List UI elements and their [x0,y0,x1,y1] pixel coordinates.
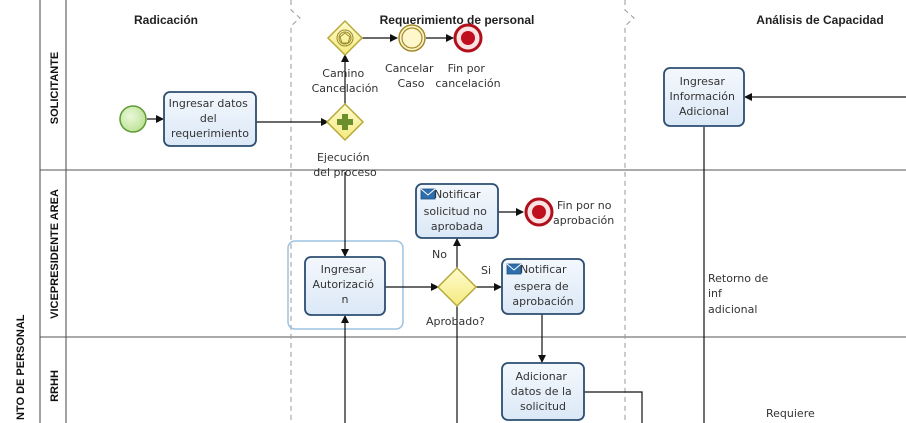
label-fin-cancelacion-line2: cancelación [435,77,500,90]
exclusive-gateway-aprobado[interactable] [436,266,478,308]
task-adicionar-datos[interactable]: Adicionar datos de la solicitud [501,362,585,421]
task-ingresar-datos-line3: requerimiento [171,127,249,140]
label-fin-no-line1: Fin por no [557,199,612,212]
label-retorno-line1: Retorno de [708,272,768,285]
task-adicionar-line2: datos de la [511,385,572,398]
task-ingresar-info-line1: Ingresar [680,75,726,88]
task-ingresar-datos-line1: Ingresar datos [169,97,249,110]
task-ingresar-info-line2: Información [670,90,735,103]
task-notificar-no-line2: solicitud no [424,205,487,218]
start-event[interactable] [119,105,147,133]
svg-text:Notificar solicitud no: Notificar solicitud no aprobada [424,188,491,233]
label-requiere: Requiere [766,407,815,420]
task-ingresar-datos-line2: del [200,112,217,125]
task-adicionar-line1: Adicionar [516,370,568,383]
svg-text:Ingresar datos del: Ingresar datos del requerimiento [169,97,252,140]
svg-text:Ingresar Información: Ingresar Información Adicional [670,75,739,118]
label-ejecucion-line1: Ejecución [317,151,370,164]
envelope-icon [420,188,436,200]
label-aprobado: Aprobado? [426,315,485,328]
lane-vicepresidente: VICEPRESIDENTE AREA [49,189,61,319]
svg-text:Ingresar Autorizació: Ingresar Autorizació n [313,263,378,306]
lane-rrhh: RRHH [49,370,61,402]
task-notificar-no-line3: aprobada [431,220,483,233]
pool-structure [39,0,906,423]
end-event-no-aprobacion[interactable] [524,197,554,227]
label-retorno: Retorno de inf adicional [708,272,772,316]
task-ingresar-info-line3: Adicional [679,105,729,118]
label-camino-cancelacion: Camino Cancelación [312,67,379,95]
svg-text:Notificar espera de: Notificar espera de aprobación [512,263,573,308]
label-fin-no-line2: aprobación [553,214,614,227]
task-ingresar-autorizacion-line3: n [342,293,349,306]
label-fin-cancelacion: Fin por cancelación [435,62,500,90]
label-ejecucion-line2: del proceso [313,166,377,179]
sequence-flows [147,34,906,423]
label-fin-no-aprobacion: Fin por no aprobación [553,199,615,227]
end-event-cancelacion[interactable] [453,23,483,53]
task-ingresar-info[interactable]: Ingresar Información Adicional [663,67,745,127]
event-based-gateway[interactable] [326,19,364,57]
svg-text:Adicionar datos de la: Adicionar datos de la solicitud [511,370,576,413]
task-ingresar-datos[interactable]: Ingresar datos del requerimiento [163,91,257,147]
task-adicionar-line3: solicitud [520,400,566,413]
label-camino-line1: Camino [322,67,364,80]
task-notificar-no-aprobada[interactable]: Notificar solicitud no aprobada [415,183,499,239]
phase-analisis: Análisis de Capacidad [756,13,883,27]
label-si: Si [481,264,491,277]
task-ingresar-autorizacion[interactable]: Ingresar Autorizació n [304,256,386,316]
task-ingresar-autorizacion-line2: Autorizació [313,278,375,291]
parallel-gateway[interactable] [325,102,365,142]
label-retorno-line2: inf [708,287,723,300]
label-ejecucion: Ejecución del proceso [313,151,377,179]
lane-solicitante: SOLICITANTE [49,52,61,125]
phase-requerimiento: Requerimiento de personal [380,13,535,27]
label-cancelar-line1: Cancelar [385,62,434,75]
label-camino-line2: Cancelación [312,82,379,95]
phase-radicacion: Radicación [134,13,198,27]
label-cancelar-caso: Cancelar Caso [385,62,437,90]
task-notificar-espera-line1: Notificar [520,263,567,276]
task-notificar-espera-line2: espera de [514,280,569,293]
envelope-icon [506,263,522,275]
pool-label: NTO DE PERSONAL [15,314,27,420]
label-cancelar-line2: Caso [398,77,425,90]
label-no: No [432,248,447,261]
label-fin-cancelacion-line1: Fin por [448,62,486,75]
intermediate-event-cancelar[interactable] [398,24,426,52]
task-ingresar-autorizacion-line1: Ingresar [321,263,367,276]
task-notificar-espera-line3: aprobación [512,295,573,308]
task-notificar-no-line1: Notificar [434,188,481,201]
task-notificar-espera[interactable]: Notificar espera de aprobación [501,258,585,315]
label-retorno-line3: adicional [708,303,757,316]
